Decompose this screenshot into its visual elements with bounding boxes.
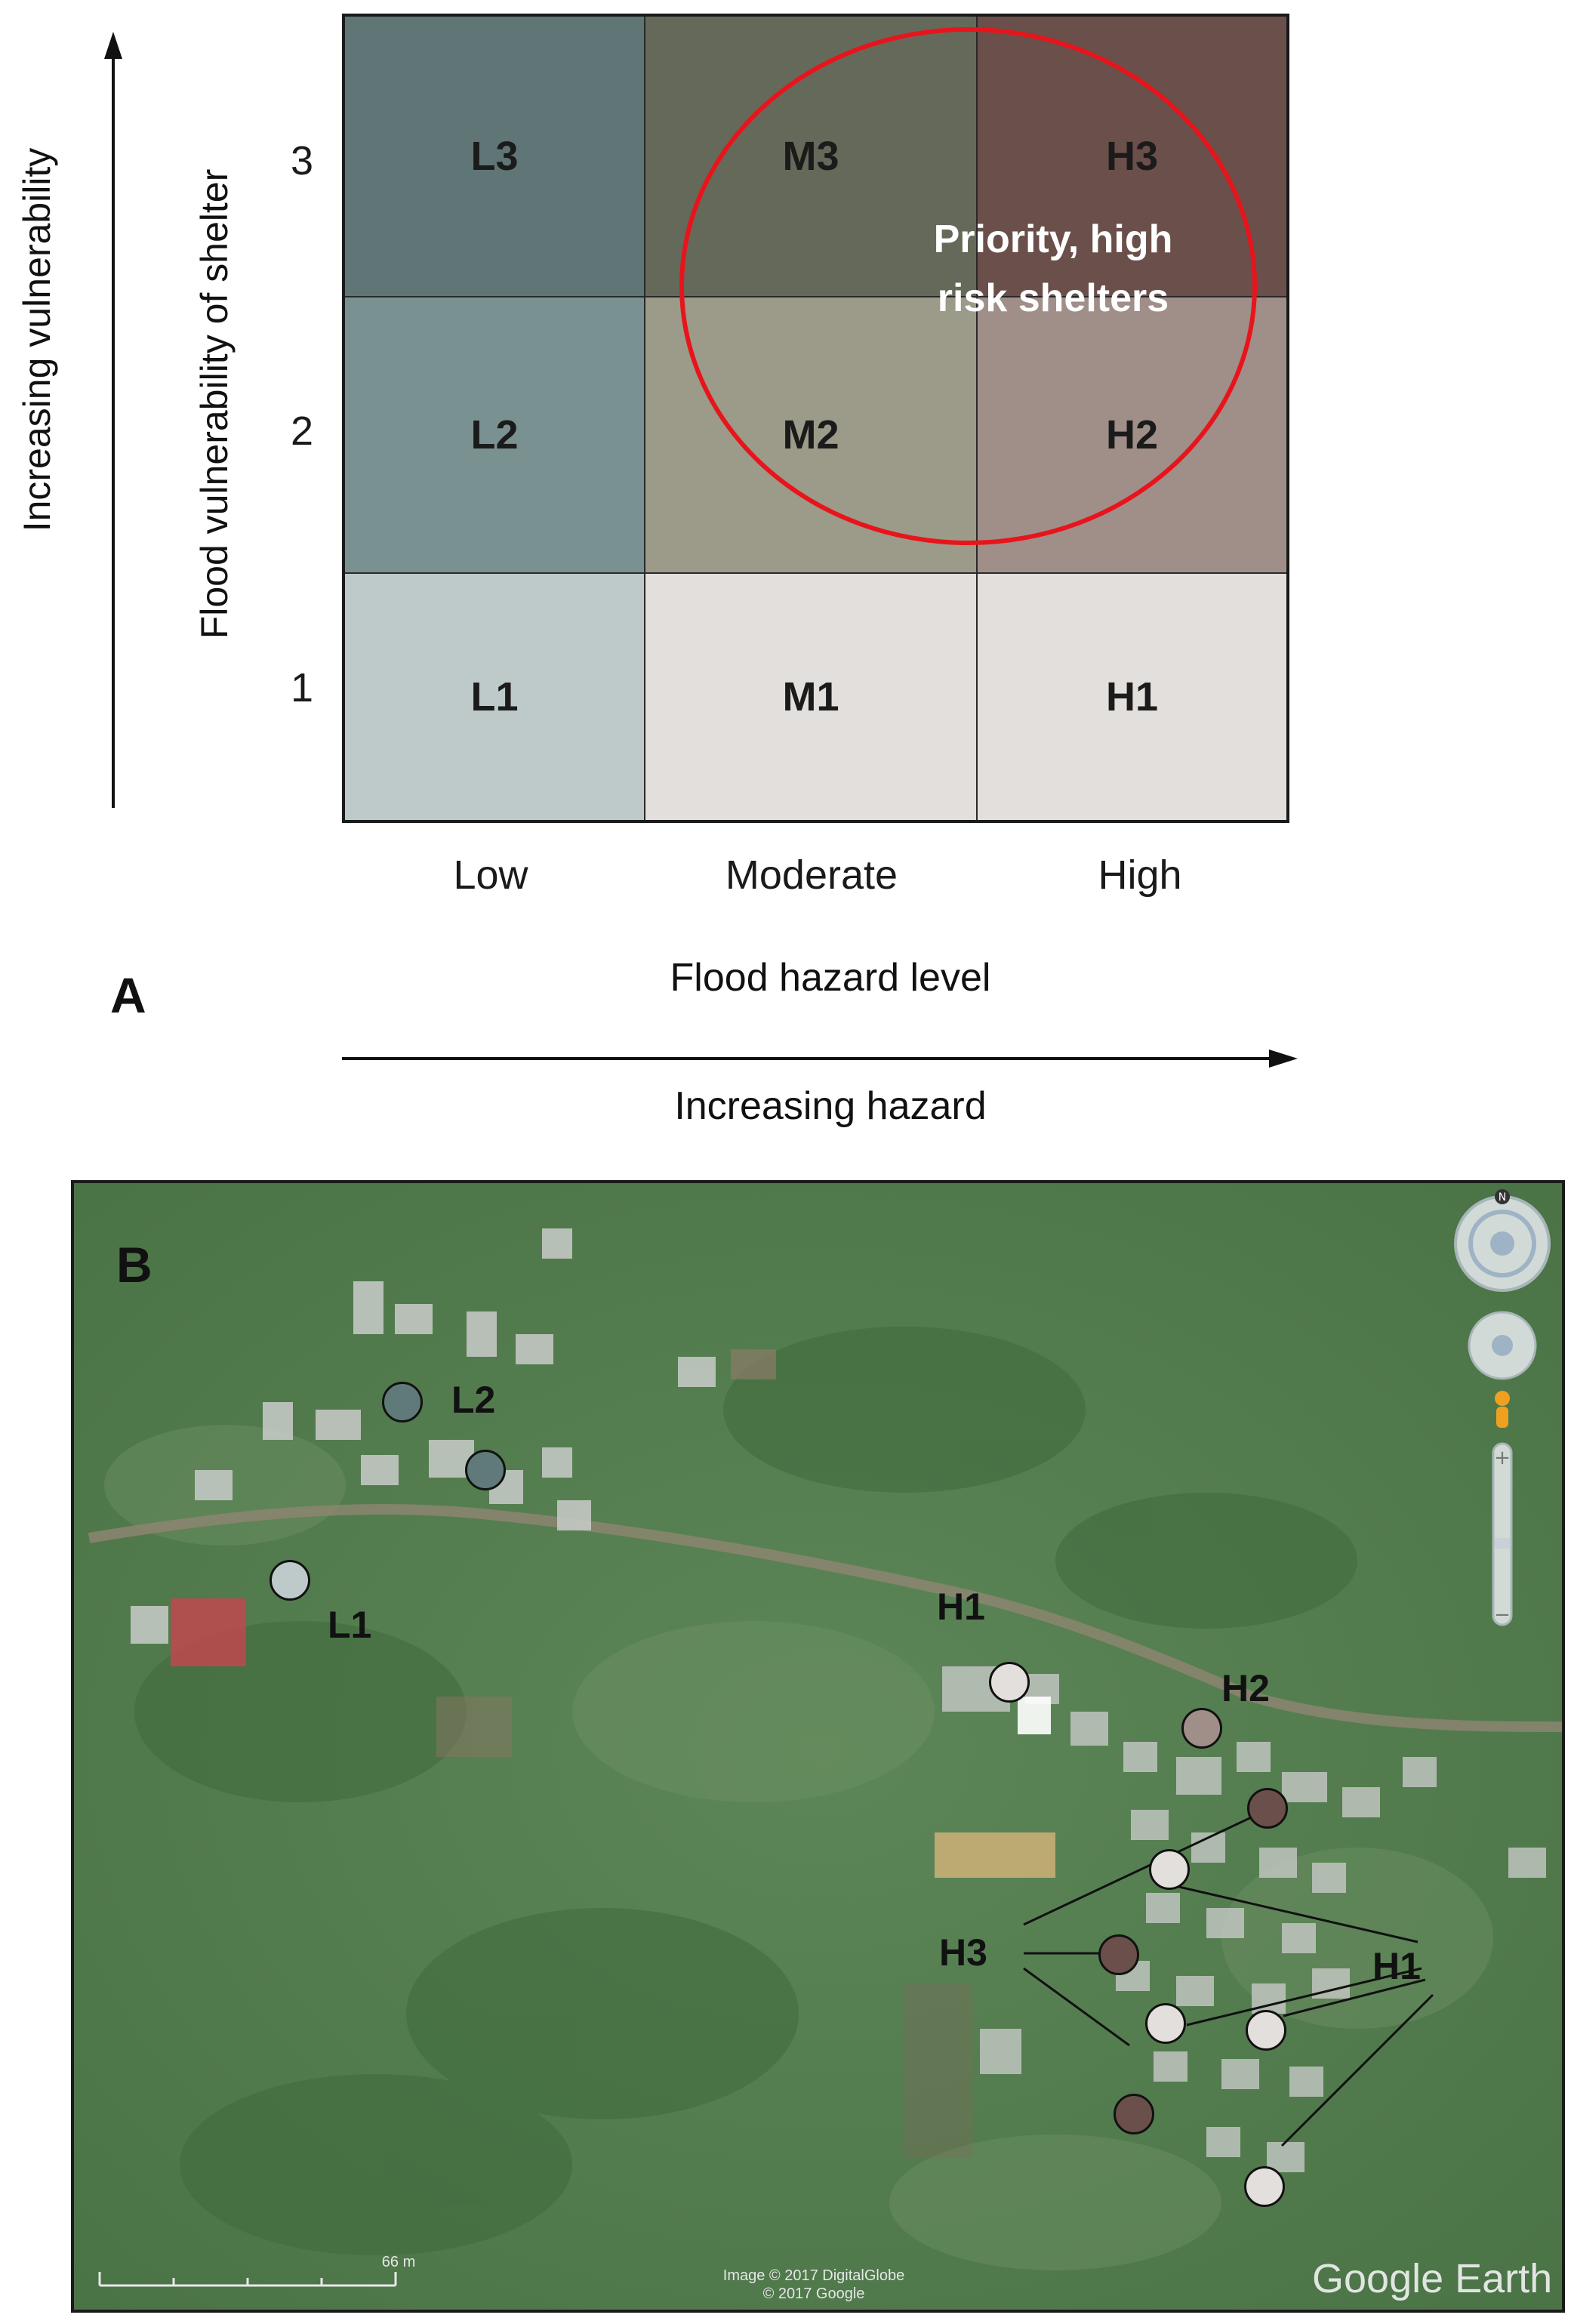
cell-l2: L2: [345, 297, 645, 574]
cell-h3: H3: [978, 17, 1286, 297]
label-l2: L2: [451, 1379, 496, 1421]
cell-l1: L1: [345, 574, 645, 820]
label-h1-right: H1: [1372, 1945, 1421, 1987]
imagery-credit-line2: © 2017 Google: [762, 2285, 865, 2302]
satellite-map[interactable]: L2 L1 H1 H2 H3 H1 B N + −: [71, 1180, 1565, 2313]
zoom-slider[interactable]: + −: [1492, 1442, 1513, 1626]
cell-m2: M2: [645, 297, 978, 574]
label-h1-top: H1: [937, 1586, 985, 1628]
marker-h1-b[interactable]: [1145, 2003, 1186, 2044]
leader-line: [1172, 1884, 1419, 1943]
col-label-low: Low: [453, 852, 528, 898]
pan-control[interactable]: [1468, 1311, 1537, 1380]
leader-line: [1283, 1978, 1426, 2017]
col-label-high: High: [1098, 852, 1182, 898]
scale-label: 66 m: [381, 2254, 416, 2270]
satellite-imagery: [74, 1183, 1562, 2310]
row-label-1: 1: [290, 665, 314, 710]
marker-h1-c[interactable]: [1246, 2010, 1286, 2051]
hazard-arrow-label: Increasing hazard: [674, 1084, 987, 1128]
leader-lines: [1023, 1807, 1434, 2147]
label-h3: H3: [939, 1931, 987, 1974]
x-axis-title: Flood hazard level: [670, 956, 991, 1000]
compass-north-letter: N: [1499, 1191, 1506, 1204]
google-earth-watermark: Google Earth: [1312, 2256, 1553, 2301]
label-h2: H2: [1221, 1667, 1270, 1709]
marker-h3-c[interactable]: [1114, 2094, 1154, 2134]
panel-b-label: B: [116, 1237, 152, 1293]
marker-h2[interactable]: [1181, 1708, 1222, 1749]
vulnerability-arrow: [104, 32, 122, 808]
leader-line: [1023, 1967, 1130, 2047]
vulnerability-arrow-label: Increasing vulnerability: [16, 147, 58, 532]
svg-text:+: +: [1494, 1447, 1511, 1469]
marker-l1[interactable]: [270, 1560, 310, 1601]
label-l1: L1: [328, 1604, 372, 1646]
cell-m3: M3: [645, 17, 978, 297]
row-label-2: 2: [290, 408, 314, 454]
panel-a-label: A: [110, 967, 146, 1023]
imagery-credit-line1: Image © 2017 DigitalGlobe: [722, 2267, 905, 2284]
leader-line: [1280, 1993, 1434, 2147]
row-label-3: 3: [290, 138, 314, 183]
priority-label-line1: Priority, high: [933, 217, 1173, 261]
marker-h1-top[interactable]: [989, 1662, 1030, 1703]
scale-bar: [98, 2272, 397, 2287]
col-label-moderate: Moderate: [725, 852, 898, 898]
hazard-arrow: [342, 1049, 1298, 1068]
marker-l2-b[interactable]: [465, 1450, 506, 1490]
street-view-pegman-icon[interactable]: [1495, 1391, 1510, 1428]
marker-h3-a[interactable]: [1247, 1788, 1288, 1829]
compass-control[interactable]: [1454, 1189, 1551, 1292]
cell-l3: L3: [345, 17, 645, 297]
leader-line: [1023, 1807, 1271, 1926]
marker-h1-d[interactable]: [1244, 2166, 1285, 2207]
marker-h3-b[interactable]: [1098, 1934, 1139, 1975]
marker-l2-a[interactable]: [382, 1382, 423, 1422]
cell-h2: H2: [978, 297, 1286, 574]
cell-m1: M1: [645, 574, 978, 820]
leader-line: [1186, 1967, 1422, 2027]
y-axis-title: Flood vulnerability of shelter: [193, 168, 236, 640]
risk-matrix-grid: L3 M3 H3 L2 M2 H2 L1 M1 H1: [342, 14, 1289, 823]
priority-label: Priority, high risk shelters: [864, 210, 1242, 328]
cell-h1: H1: [978, 574, 1286, 820]
svg-text:−: −: [1494, 1604, 1511, 1626]
map-navigation-controls: N + −: [1454, 1189, 1551, 1626]
priority-label-line2: risk shelters: [937, 276, 1169, 320]
marker-h1-a[interactable]: [1149, 1849, 1190, 1890]
